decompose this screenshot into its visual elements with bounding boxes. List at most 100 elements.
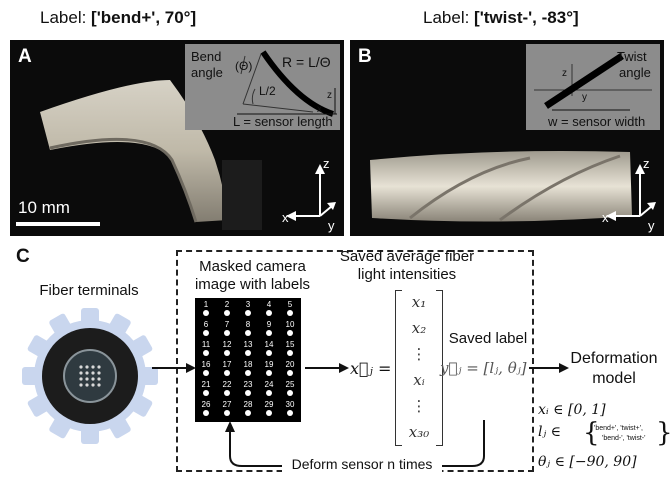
x-entry-1: x₁: [411, 293, 427, 311]
grid-cell-number: 10: [285, 320, 295, 329]
fiber-spot: [224, 350, 230, 356]
inset-length-text: L = sensor length: [233, 114, 333, 129]
grid-cell-number: 8: [245, 320, 251, 329]
deformation-model-line2: model: [592, 370, 636, 387]
arrow-image-to-vector: [305, 363, 349, 373]
bend-inset: Bend angle (Θ) R = L/Θ L/2 z x L = senso…: [185, 44, 340, 130]
grid-cell-number: 2: [224, 300, 230, 309]
grid-cell-number: 1: [203, 300, 209, 309]
grid-cell-number: 26: [201, 400, 211, 409]
fiber-spot: [224, 330, 230, 336]
fiber-spot: [266, 410, 272, 416]
twist-geometry-icon: [534, 53, 652, 111]
fiber-spot: [203, 310, 209, 316]
axis-x-b: x: [602, 210, 609, 225]
inset-theta-text: (Θ): [235, 59, 253, 73]
y-vector-expression: y⃗ⱼ = [lⱼ, θⱼ]: [440, 359, 527, 377]
panel-a-title-label: ['bend+', 70°]: [91, 8, 197, 27]
saved-label-heading: Saved label: [448, 330, 528, 347]
range-l-open-brace: {: [583, 418, 600, 448]
fiber-terminals-label: Fiber terminals: [39, 282, 139, 299]
arrow-label-to-model: [529, 363, 569, 373]
inset-half-length-text: L/2: [259, 84, 276, 98]
deform-loop-label: Deform sensor n times: [282, 456, 442, 473]
grid-cell-number: 14: [264, 340, 274, 349]
grid-cell-number: 5: [287, 300, 293, 309]
grid-cell-number: 30: [285, 400, 295, 409]
x-vector: x₁ x₂ ⋮ xᵢ ⋮ x₃₀: [395, 290, 443, 446]
inset-twist-text: Twist: [617, 49, 647, 64]
grid-cell-number: 22: [222, 380, 232, 389]
bend-geometry-icon: [237, 50, 337, 117]
fiber-spot: [266, 370, 272, 376]
inset-bend-text: Bend: [191, 49, 222, 64]
panel-c-letter: C: [16, 246, 30, 267]
bent-sensor-illustration: [40, 80, 262, 230]
fiber-spot: [224, 370, 230, 376]
x-vector-symbol: x⃗ⱼ =: [350, 359, 392, 378]
panel-a-photo: A Bend angle (Θ) R = L/Θ L/2 z x L = sen…: [10, 40, 344, 236]
fiber-spot: [266, 390, 272, 396]
range-l-prefix: lⱼ ∈: [538, 424, 561, 440]
grid-cell-number: 16: [201, 360, 211, 369]
fiber-spot: [245, 350, 251, 356]
arrow-gear-to-image: [152, 363, 196, 373]
grid-cell-number: 20: [285, 360, 295, 369]
fiber-spot: [224, 310, 230, 316]
grid-cell-number: 4: [266, 300, 272, 309]
panel-a-title-prefix: Label:: [40, 8, 92, 27]
fiber-spot: [245, 370, 251, 376]
grid-cell-number: 11: [201, 340, 211, 349]
grid-cell-number: 27: [222, 400, 232, 409]
axis-z-b: z: [643, 156, 650, 171]
fiber-spot: [266, 350, 272, 356]
fiber-spot: [266, 310, 272, 316]
grid-cell-number: 19: [264, 360, 274, 369]
panel-b-title: Label: ['twist-', -83°]: [423, 8, 579, 28]
x-entry-dots-1: ⋮: [411, 346, 427, 363]
grid-cell-number: 15: [285, 340, 295, 349]
fiber-spot: [245, 330, 251, 336]
fiber-spot: [245, 390, 251, 396]
axis-y-b: y: [648, 218, 655, 233]
fiber-spot: [245, 310, 251, 316]
twisted-sensor-illustration: [370, 151, 632, 222]
grid-cell-number: 25: [285, 380, 295, 389]
inset-twist-y-text: y: [582, 92, 587, 103]
inset-angle-text: angle: [191, 65, 223, 80]
fiber-spot: [203, 350, 209, 356]
twist-inset: Twist angle z y w = sensor width: [526, 44, 660, 130]
x-entry-i: xᵢ: [413, 371, 425, 389]
panel-a-title: Label: ['bend+', 70°]: [40, 8, 196, 28]
fiber-spot: [287, 350, 293, 356]
x-entry-30: x₃₀: [408, 423, 430, 441]
range-l-row2: 'bend-', 'twist-': [602, 435, 646, 442]
grid-cell-number: 6: [203, 320, 209, 329]
saved-average-line1: Saved average fiber: [339, 248, 475, 265]
fiber-spot: [287, 370, 293, 376]
grid-cell-number: 3: [245, 300, 251, 309]
grid-cell-number: 29: [264, 400, 274, 409]
grid-cell-number: 28: [243, 400, 253, 409]
saved-average-line2: light intensities: [357, 266, 457, 283]
masked-camera-line1: Masked camera: [199, 258, 306, 275]
fiber-spot: [203, 410, 209, 416]
masked-camera-line2: image with labels: [194, 276, 311, 293]
inset-radius-text: R = L/Θ: [282, 54, 331, 70]
fiber-spot: [203, 330, 209, 336]
range-l-row1: 'bend+', 'twist+',: [594, 425, 643, 432]
grid-cell-number: 13: [243, 340, 253, 349]
fiber-spot: [203, 370, 209, 376]
range-theta: θⱼ ∈ [−90, 90]: [538, 454, 637, 470]
fiber-spot: [287, 330, 293, 336]
deformation-model-line1: Deformation: [570, 350, 658, 367]
x-entry-2: x₂: [411, 319, 427, 337]
x-vector-left-bracket: [395, 290, 402, 446]
fiber-terminals-gear-image: [22, 308, 158, 444]
grid-cell-number: 12: [222, 340, 232, 349]
grid-cell-number: 17: [222, 360, 232, 369]
panel-b-photo: B Twist angle z y w = sensor width z x y: [350, 40, 664, 236]
panel-a-letter: A: [18, 46, 32, 67]
grid-cell-number: 24: [264, 380, 274, 389]
inset-twist-angle-text: angle: [619, 65, 651, 80]
